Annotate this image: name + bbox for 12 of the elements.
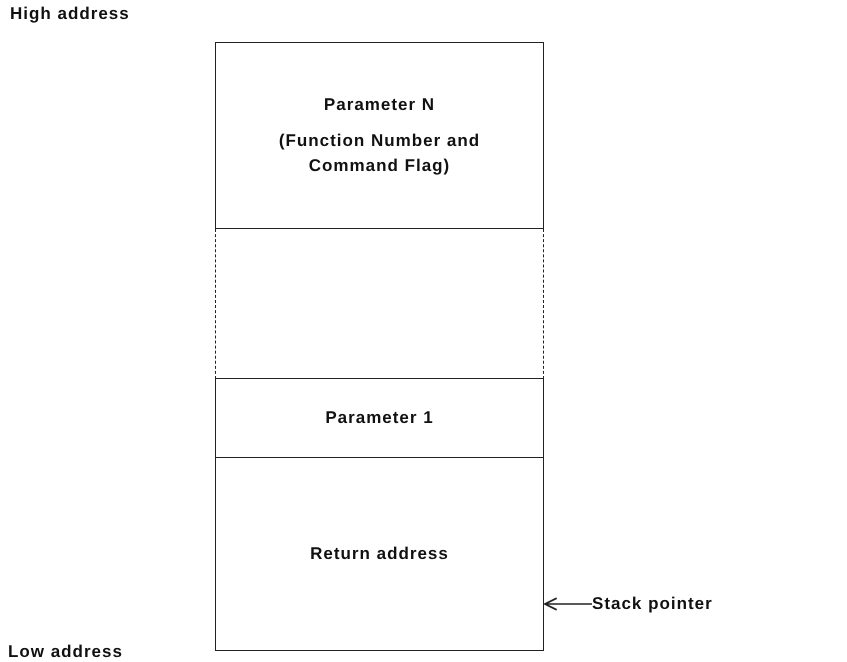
pointer-label: Stack pointer <box>592 592 837 616</box>
cell-heading: Return address <box>310 542 449 565</box>
stack-frame-cell <box>215 458 544 651</box>
address-label: Low address <box>8 642 123 662</box>
arrow <box>544 597 592 611</box>
stack-frame-cell <box>215 229 544 379</box>
cell-note: (Function Number and Command Flag) <box>278 130 482 177</box>
stack-frame-cell <box>215 42 544 229</box>
cell-heading: Parameter N <box>324 94 436 116</box>
stack-frame-cell <box>215 379 544 458</box>
cell-heading: Parameter 1 <box>325 406 434 429</box>
address-label: High address <box>10 4 130 24</box>
